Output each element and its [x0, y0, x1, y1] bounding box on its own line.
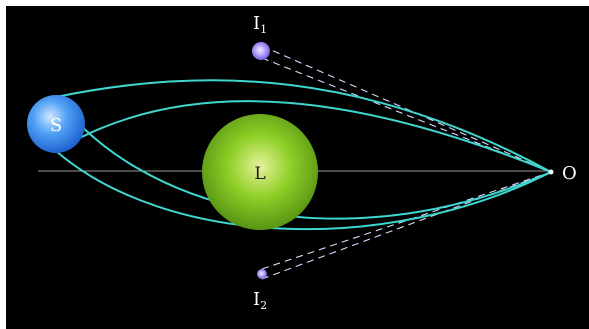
- observer-label: O: [562, 163, 577, 184]
- image-1-dot: [252, 42, 270, 60]
- source-label: S: [50, 115, 62, 136]
- image-2: I2: [253, 269, 267, 312]
- light-path-upper-inner: [55, 100, 552, 173]
- source-sphere: [27, 95, 85, 153]
- image-2-label: I2: [253, 289, 267, 312]
- light-path-upper-outer: [55, 79, 552, 173]
- light-path-lower-outer: [55, 150, 552, 231]
- lens-sphere: [202, 114, 318, 230]
- lens-mass: L: [202, 114, 318, 230]
- sight-line-lower-1: [261, 171, 552, 270]
- lensing-diagram: S L O I1 I2: [6, 6, 589, 329]
- image-2-dot: [257, 269, 267, 279]
- image-1: I1: [252, 13, 270, 60]
- observer-point: [548, 169, 554, 175]
- sight-line-upper-1: [261, 45, 552, 173]
- lens-label: L: [254, 164, 265, 184]
- observer: O: [548, 163, 577, 184]
- source-star: S: [27, 95, 85, 153]
- image-1-label: I1: [253, 13, 267, 36]
